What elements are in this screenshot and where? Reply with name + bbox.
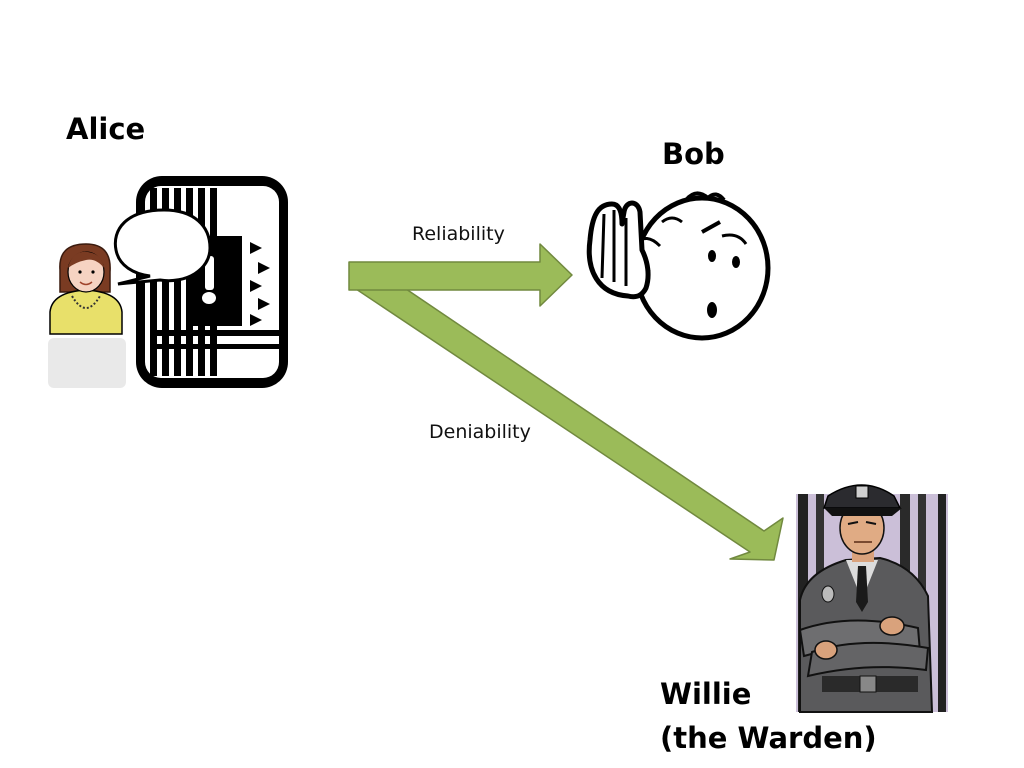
covert-message-icon <box>136 176 288 388</box>
deniability-label: Deniability <box>429 421 531 443</box>
deniability-arrow <box>349 267 784 561</box>
reliability-arrow <box>348 243 573 307</box>
person-speaking-icon <box>48 243 126 388</box>
willie-name: Willie <box>660 677 752 711</box>
willie-title: (the Warden) <box>660 721 877 755</box>
reliability-label: Reliability <box>412 223 505 245</box>
alice-label: Alice <box>66 112 146 146</box>
willie-label: Willie (the Warden) <box>660 672 877 760</box>
bob-label: Bob <box>662 137 725 171</box>
warden-guard-icon <box>796 484 948 713</box>
speech-bubble-icon <box>113 208 212 286</box>
listening-face-icon <box>586 191 771 341</box>
